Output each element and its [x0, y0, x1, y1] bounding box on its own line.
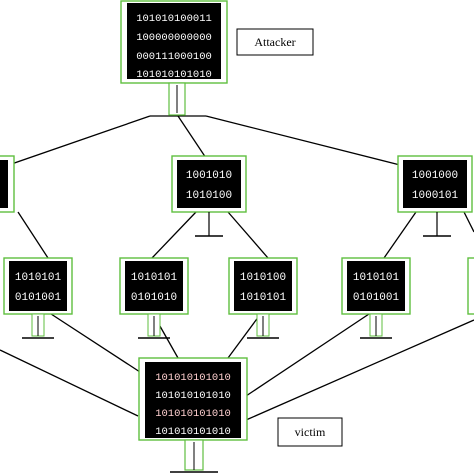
- edge-midcenter-low3: [227, 211, 269, 259]
- low-4-screen: [347, 261, 405, 311]
- mid-center-screen: [177, 160, 241, 208]
- victim-line-2: 101010101010: [155, 390, 231, 402]
- low-1-line-2: 0101001: [15, 292, 62, 304]
- mid-left-screen: [0, 160, 8, 208]
- victim-line-1: 101010101010: [155, 372, 231, 384]
- right-edge-frame: [467, 257, 474, 315]
- low-2-screen: [125, 261, 183, 311]
- edge-low1-victim: [47, 311, 141, 373]
- mid-right-screen: [403, 160, 467, 208]
- edge-attacker-midright: [205, 115, 401, 166]
- attacker-line-1: 101010100011: [136, 13, 212, 25]
- attacker-line-2: 100000000000: [136, 32, 212, 44]
- low-4-line-1: 1010101: [353, 272, 400, 284]
- low-1-line-1: 1010101: [15, 272, 62, 284]
- victim-computer: 101010101010 101010101010 101010101010 1…: [138, 357, 248, 473]
- mid-right-line-1: 1001000: [412, 170, 458, 182]
- edge-left-victim: [0, 349, 139, 417]
- victim-label-box: victim: [277, 417, 343, 447]
- attacker-screen: [127, 3, 221, 79]
- victim-screen: [145, 362, 241, 438]
- victim-line-3: 101010101010: [155, 408, 231, 420]
- victim-label: victim: [295, 425, 326, 439]
- edge-right-victim: [245, 319, 474, 421]
- attacker-line-3: 000111000100: [136, 51, 212, 63]
- low-4-line-2: 0101001: [353, 292, 400, 304]
- low-3-screen: [234, 261, 292, 311]
- edge-midright-low4: [383, 211, 417, 259]
- edge-low3-victim: [227, 311, 263, 359]
- attacker-computer: 101010100011 100000000000 000111000100 1…: [120, 0, 228, 116]
- low-3-line-1: 1010100: [240, 272, 286, 284]
- victim-label-frame: [277, 417, 343, 447]
- low-3-computer: 1010100 1010101: [228, 257, 298, 339]
- low-1-screen: [9, 261, 67, 311]
- edge-low4-victim: [245, 311, 373, 397]
- edge-midleft-low1: [17, 211, 49, 259]
- mid-center-line-1: 1001010: [186, 170, 232, 182]
- edge-attacker-midleft: [0, 115, 151, 169]
- mid-right-line-2: 1000101: [412, 190, 459, 202]
- mid-center-line-2: 1010100: [186, 190, 232, 202]
- edge-midcenter-low2: [151, 211, 197, 259]
- attacker-label-box: Attacker: [236, 28, 314, 56]
- edge-midright-right: [463, 211, 474, 233]
- low-3-line-2: 1010101: [240, 292, 287, 304]
- victim-line-4: 101010101010: [155, 426, 231, 438]
- low-2-line-1: 1010101: [131, 272, 178, 284]
- mid-left-computer: [0, 155, 15, 213]
- attacker-label: Attacker: [254, 35, 295, 49]
- attacker-line-4: 101010101010: [136, 69, 212, 81]
- edge-attacker-midcenter: [177, 115, 207, 159]
- attacker-label-frame: [236, 28, 314, 56]
- low-2-line-2: 0101010: [131, 292, 177, 304]
- low-2-computer: 1010101 0101010: [119, 257, 189, 339]
- low-1-computer: 1010101 0101001: [3, 257, 73, 339]
- low-4-computer: 1010101 0101001: [341, 257, 411, 339]
- mid-right-computer: 1001000 1000101: [397, 155, 473, 237]
- mid-center-computer: 1001010 1010100: [171, 155, 247, 237]
